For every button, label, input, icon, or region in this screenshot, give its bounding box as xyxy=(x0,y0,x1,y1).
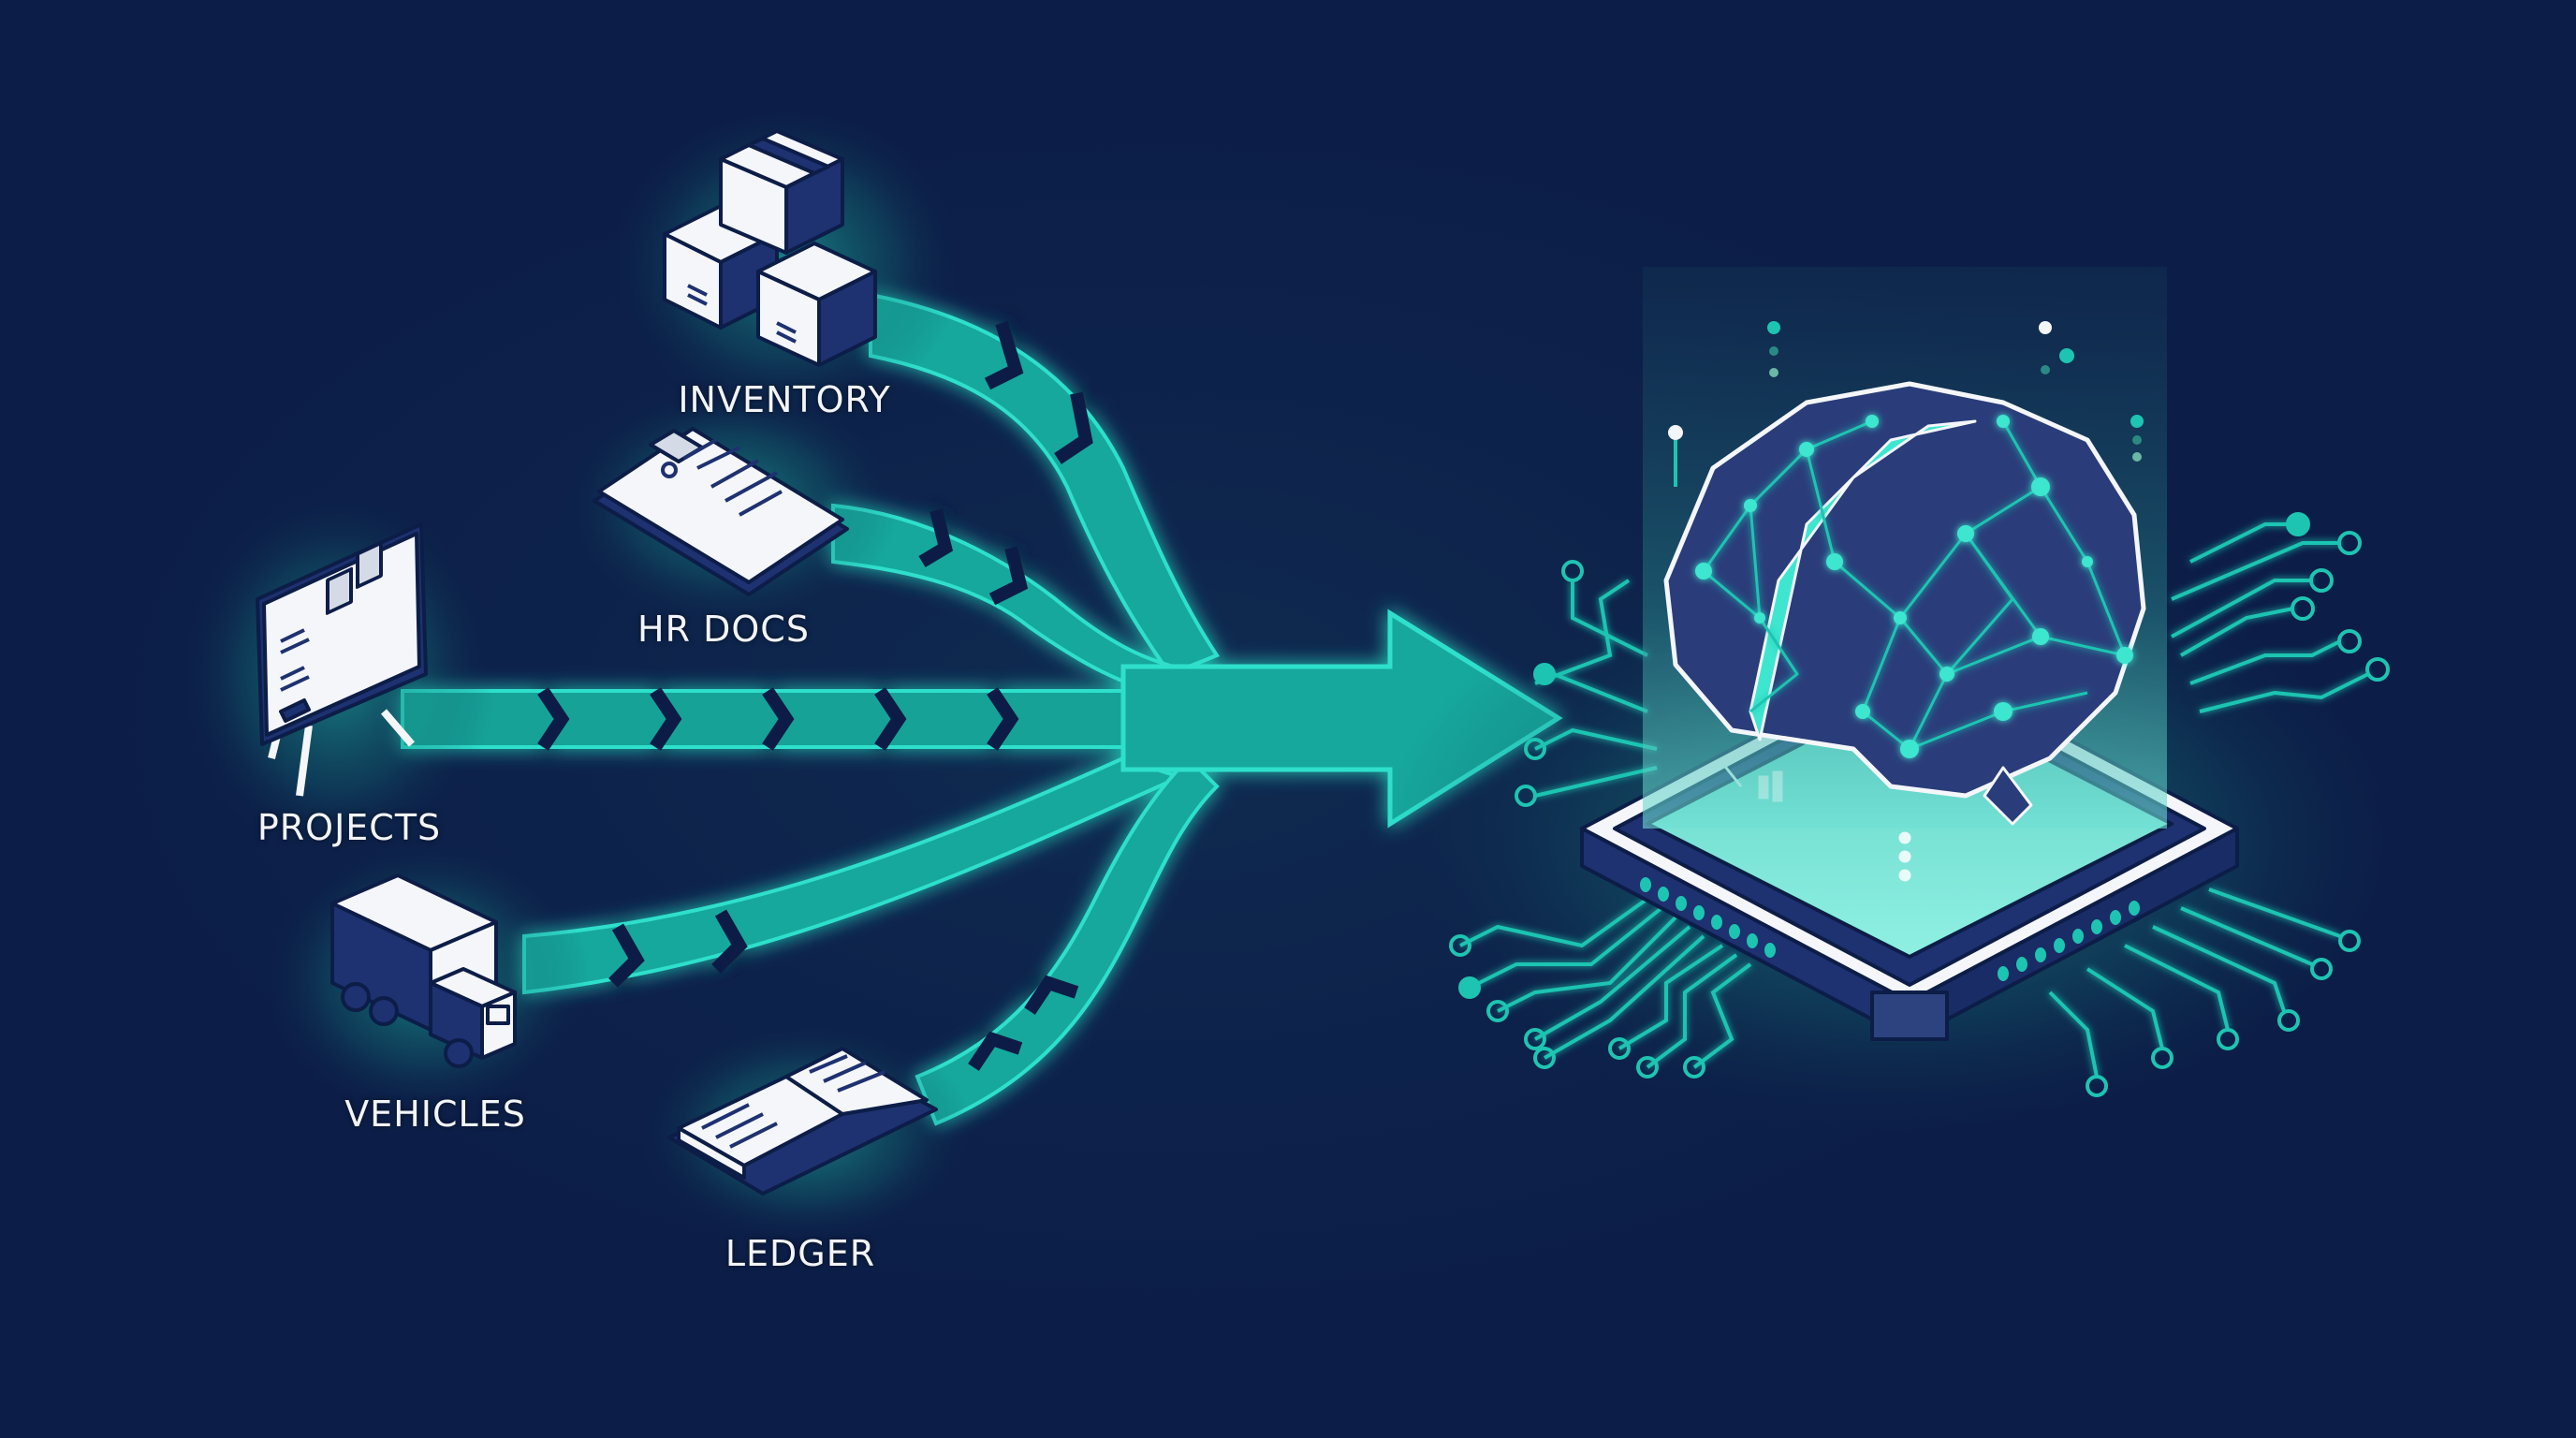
flow-path-projects xyxy=(401,689,1201,749)
label-inventory: INVENTORY xyxy=(678,379,891,420)
circuit-pads xyxy=(1449,512,2390,1097)
label-hr-docs: HR DOCS xyxy=(637,609,810,650)
label-vehicles: VEHICLES xyxy=(344,1093,526,1135)
circuit-traces xyxy=(1459,522,2369,1078)
chevron-markers xyxy=(537,320,1093,1071)
source-node-inventory xyxy=(608,103,964,421)
source-node-hr-docs xyxy=(562,384,899,627)
chip-pins xyxy=(1640,877,2140,981)
polygonal-brain-icon xyxy=(1663,381,2146,826)
ai-brain-chip xyxy=(1381,267,2429,1142)
source-node-ledger xyxy=(637,1020,973,1245)
whiteboard-easel-icon xyxy=(256,522,428,797)
stacked-boxes-icon xyxy=(663,129,877,367)
open-book-icon xyxy=(667,1047,938,1196)
label-projects: PROJECTS xyxy=(256,807,442,848)
label-ledger: LEDGER xyxy=(724,1233,876,1274)
clipboard-document-icon xyxy=(593,427,849,596)
flow-path-ledger xyxy=(915,756,1220,1126)
floating-particles xyxy=(1668,321,2144,487)
source-node-vehicles xyxy=(262,838,590,1119)
source-node-projects xyxy=(178,487,496,861)
delivery-truck-icon xyxy=(330,873,517,1068)
